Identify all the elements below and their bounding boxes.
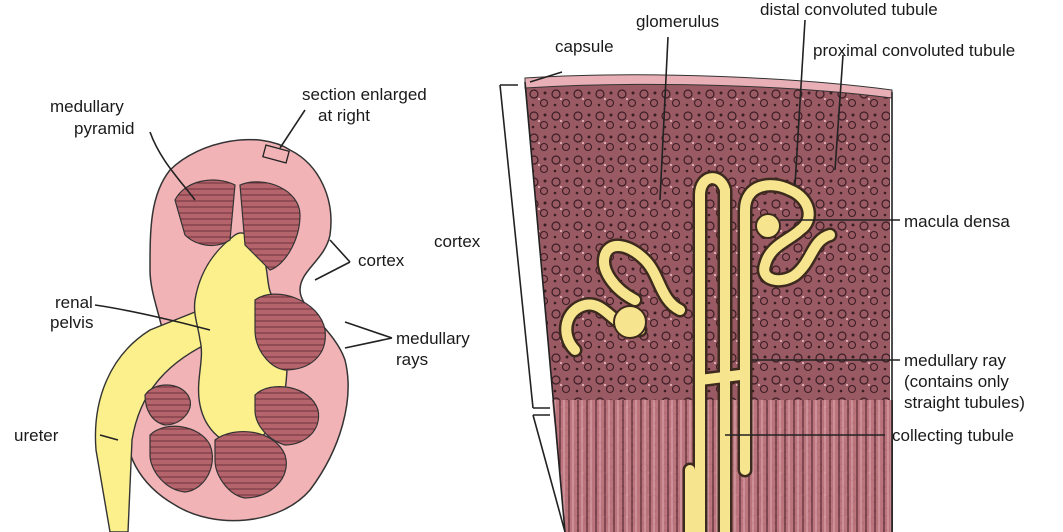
label-section-enlarged-2: at right <box>318 106 370 125</box>
label-renal-pelvis-1: renal <box>55 293 93 312</box>
label-medullary-ray-1: medullary ray <box>904 351 1007 370</box>
label-medullary-rays-1: medullary <box>396 329 470 348</box>
label-cortex-section: cortex <box>434 232 481 251</box>
label-medullary-pyramid-2: pyramid <box>74 119 134 138</box>
kidney-whole <box>95 140 348 532</box>
label-cortex-kidney: cortex <box>358 251 405 270</box>
label-renal-pelvis-2: pelvis <box>50 313 93 332</box>
label-macula-densa: macula densa <box>904 212 1010 231</box>
label-section-enlarged-1: section enlarged <box>302 85 427 104</box>
label-medullary-rays-2: rays <box>396 350 428 369</box>
label-collecting-tubule: collecting tubule <box>892 426 1014 445</box>
label-glomerulus: glomerulus <box>636 12 719 31</box>
label-medullary-ray-3: straight tubules) <box>904 393 1025 412</box>
label-capsule: capsule <box>555 37 614 56</box>
macula-densa-circle <box>756 214 780 238</box>
glomerulus-circle <box>614 306 646 338</box>
label-medullary-ray-2: (contains only <box>904 372 1009 391</box>
pyramid-mid-right <box>255 294 325 370</box>
label-proximal-tubule: proximal convoluted tubule <box>813 41 1015 60</box>
kidney-section <box>525 75 893 532</box>
label-medullary-pyramid-1: medullary <box>50 97 124 116</box>
label-ureter: ureter <box>14 426 59 445</box>
label-distal-tubule: distal convoluted tubule <box>760 0 938 19</box>
